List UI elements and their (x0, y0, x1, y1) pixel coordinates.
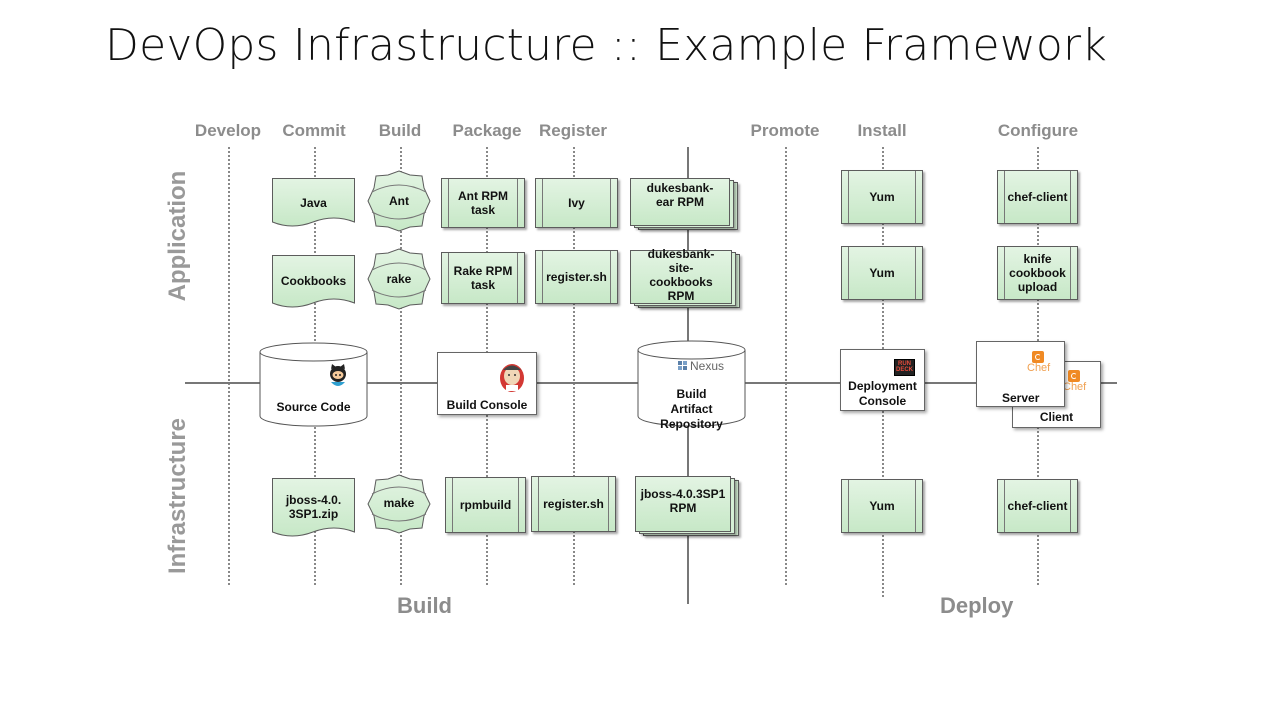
gear-shape (367, 474, 431, 534)
rpmbuild-label: rpmbuild (459, 498, 512, 512)
rake-label: rake (386, 272, 412, 286)
deployment-console[interactable]: RUN DECK Deployment Console (840, 349, 925, 411)
make-label: make (383, 496, 415, 510)
jboss-zip-label: jboss-4.0.3SP1.zip (285, 493, 342, 521)
yum-label-2: Yum (869, 266, 895, 280)
nexus-logo-text: Nexus (690, 359, 725, 373)
chef-logo-text: Chef (1063, 381, 1087, 393)
ivy-label: Ivy (568, 196, 585, 210)
knife-cookbook-upload-label: knife cookbook upload (1009, 252, 1066, 294)
register-sh-box-2[interactable]: register.sh (531, 476, 616, 532)
source-code-label: Source Code (276, 400, 351, 414)
rake-build-tool[interactable]: rake (367, 248, 431, 310)
dukesbank-site-cookbooks-rpm-stack[interactable]: dukesbank-site-cookbooks RPM (630, 247, 742, 308)
chef-client-label-2: chef-client (1007, 499, 1068, 513)
chef-client-node-label: Client (1039, 410, 1074, 424)
yum-box-1[interactable]: Yum (841, 170, 923, 224)
stage-package: Package (452, 121, 522, 140)
ant-rpm-task-label: Ant RPM task (458, 189, 508, 217)
chef-client-box-2[interactable]: chef-client (997, 479, 1078, 533)
rundeck-logo-icon: RUN DECK (894, 359, 915, 376)
dukesbank-site-cookbooks-rpm-label: dukesbank-site-cookbooks RPM (647, 247, 715, 303)
nexus-logo-icon (678, 361, 688, 371)
gear-shape (367, 248, 431, 310)
yum-box-2[interactable]: Yum (841, 246, 923, 300)
stage-install: Install (857, 121, 907, 140)
yum-label-1: Yum (869, 190, 895, 204)
stage-promote: Promote (750, 121, 820, 140)
stage-register: Register (538, 121, 608, 140)
chef-server-node[interactable]: Chef Server (976, 341, 1065, 407)
stage-line-register (573, 147, 575, 585)
jboss-rpm-label: jboss-4.0.3SP1 RPM (640, 487, 726, 515)
register-sh-box-1[interactable]: register.sh (535, 250, 618, 304)
dukesbank-ear-rpm-stack[interactable]: dukesbank-ear RPM (630, 178, 740, 230)
ant-label: Ant (389, 194, 409, 208)
chef-server-node-label: Server (1002, 391, 1040, 405)
chef-logo-icon (1032, 351, 1044, 363)
chef-client-label-1: chef-client (1007, 190, 1068, 204)
cookbooks-label: Cookbooks (280, 274, 347, 288)
build-console-label: Build Console (446, 398, 528, 412)
gear-shape (367, 170, 431, 232)
stage-configure: Configure (997, 121, 1079, 140)
dukesbank-ear-rpm-front: dukesbank-ear RPM (630, 178, 730, 226)
page-title: DevOps Infrastructure :: Example Framewo… (105, 20, 1108, 71)
cylinder-shape (637, 340, 746, 427)
java-document[interactable]: Java (272, 178, 355, 230)
jenkins-butler-icon (499, 363, 525, 393)
lane-infrastructure: Infrastructure (164, 417, 191, 575)
make-build-tool[interactable]: make (367, 474, 431, 534)
knife-cookbook-upload-box[interactable]: knife cookbook upload (997, 246, 1078, 300)
dukesbank-ear-rpm-label: dukesbank-ear RPM (646, 181, 714, 209)
document-shape (272, 478, 355, 537)
cookbooks-document[interactable]: Cookbooks (272, 255, 355, 311)
stage-build: Build (378, 121, 422, 140)
rake-rpm-task-box[interactable]: Rake RPM task (441, 252, 525, 304)
ant-rpm-task-box[interactable]: Ant RPM task (441, 178, 525, 228)
build-artifact-repository-label: Build Artifact Repository (660, 387, 723, 431)
ivy-box[interactable]: Ivy (535, 178, 618, 228)
stage-line-promote (785, 147, 787, 585)
deployment-console-label: Deployment Console (848, 379, 917, 408)
dukesbank-site-cookbooks-rpm-front: dukesbank-site-cookbooks RPM (630, 247, 732, 304)
jboss-rpm-front: jboss-4.0.3SP1 RPM (635, 476, 731, 532)
stage-line-develop (228, 147, 230, 585)
phase-deploy: Deploy (940, 593, 1014, 618)
stage-line-build (400, 147, 402, 585)
stage-develop: Develop (194, 121, 262, 140)
chef-logo-icon (1068, 370, 1080, 382)
chef-logo-text: Chef (1027, 362, 1051, 374)
yum-label-3: Yum (869, 499, 895, 513)
chef-client-box-1[interactable]: chef-client (997, 170, 1078, 224)
ant-build-tool[interactable]: Ant (367, 170, 431, 232)
jboss-zip-document[interactable]: jboss-4.0.3SP1.zip (272, 478, 355, 540)
phase-build: Build (397, 593, 452, 618)
register-sh-label-2: register.sh (543, 497, 604, 511)
register-sh-label-1: register.sh (546, 270, 607, 284)
cylinder-shape (259, 342, 368, 427)
yum-box-3[interactable]: Yum (841, 479, 923, 533)
build-artifact-repository[interactable]: Nexus Build Artifact Repository (637, 340, 746, 431)
stage-commit: Commit (282, 121, 346, 140)
rpmbuild-box[interactable]: rpmbuild (445, 477, 526, 533)
document-shape (272, 255, 355, 308)
jboss-rpm-stack[interactable]: jboss-4.0.3SP1 RPM (635, 476, 741, 536)
build-console[interactable]: Build Console (437, 352, 537, 415)
rundeck-logo-text: RUN DECK (896, 361, 914, 373)
github-octocat-icon (327, 364, 349, 388)
java-label: Java (300, 196, 327, 210)
document-shape (272, 178, 355, 227)
rake-rpm-task-label: Rake RPM task (453, 264, 513, 292)
lane-application: Application (164, 170, 191, 302)
source-code-repository[interactable]: Source Code (259, 342, 368, 428)
